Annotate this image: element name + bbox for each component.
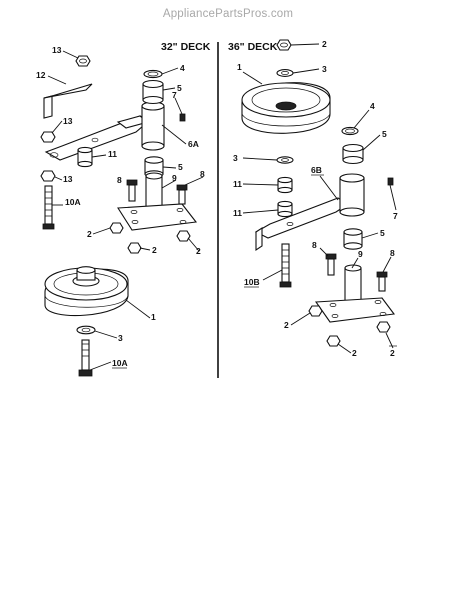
grease-fitting-7: [179, 113, 186, 122]
bushing-5-top: [142, 79, 164, 105]
pivot-tube: [141, 101, 165, 151]
callout-2-top: 2: [322, 39, 327, 49]
callout-5-top-36: 5: [382, 129, 387, 139]
spacer-11-lower: [277, 200, 293, 218]
nut-2-top: [276, 39, 292, 51]
pulley-1-36: [241, 82, 331, 134]
callout-2-c: 2: [196, 246, 201, 256]
nut-2-c: [176, 230, 191, 242]
nut-13-lower: [40, 170, 56, 182]
washer-3-top: [276, 69, 294, 77]
callout-11-lower: 11: [233, 208, 242, 218]
nut-2-b: [127, 242, 142, 254]
bushing-5-lower-36: [343, 228, 363, 250]
bolt-10a-lower: [78, 339, 93, 377]
callout-13-middle: 13: [63, 116, 73, 126]
callout-11-upper: 11: [233, 179, 242, 189]
spacer-11: [77, 146, 93, 168]
bolt-8-right-36: [376, 271, 388, 292]
watermark-text: AppliancePartsPros.com: [163, 8, 293, 20]
callout-13-top: 13: [52, 45, 62, 55]
section-title-36-deck: 36" DECK: [228, 41, 278, 53]
callout-8-right-36: 8: [390, 248, 395, 258]
idler-bracket-12: [43, 83, 93, 119]
nut-2-b-36: [326, 335, 341, 347]
callout-3-top: 3: [322, 64, 327, 74]
bolt-8-left-36: [325, 253, 337, 276]
nut-2-a-36: [308, 305, 323, 317]
callout-2-a: 2: [87, 229, 92, 239]
washer-4: [143, 69, 163, 79]
spacer-11-upper: [277, 176, 293, 194]
washer-3: [76, 325, 96, 335]
callout-8-left: 8: [117, 175, 122, 185]
callout-12: 12: [36, 70, 46, 80]
callout-6b: 6B: [311, 165, 322, 175]
callout-3-middle: 3: [233, 153, 238, 163]
callout-4: 4: [180, 63, 185, 73]
callout-2-a-36: 2: [284, 320, 289, 330]
nut-2-a: [109, 222, 124, 234]
mounting-plate-36: [314, 297, 396, 323]
mounting-plate: [117, 203, 198, 231]
grease-fitting-7-36: [387, 177, 394, 186]
callout-11: 11: [108, 149, 117, 159]
bolt-8-left: [126, 179, 138, 202]
callout-1: 1: [151, 312, 156, 322]
deck-32-assembly: 13 12 13 13 10A 11 4 5 7 6A 5 8 9 8 2 2 …: [36, 45, 205, 377]
section-title-32-deck: 32" DECK: [161, 41, 211, 53]
nut-13-middle: [40, 131, 56, 143]
callout-5-lower-36: 5: [380, 228, 385, 238]
bushing-5-top-36: [342, 143, 364, 165]
nut-2-c-36: [376, 321, 391, 333]
callout-4-36: 4: [370, 101, 375, 111]
callout-5-top: 5: [177, 83, 182, 93]
bolt-10b: [279, 243, 292, 288]
idler-arm-6b: [254, 173, 365, 252]
callout-1-36: 1: [237, 62, 242, 72]
deck-36-assembly: 2 1 3 4 5 3 11 6B 11 7 5 8 9 8 10B 2 2 2: [233, 39, 398, 358]
callout-8-left-36: 8: [312, 240, 317, 250]
pulley-1: [44, 266, 129, 316]
bolt-10a-upper: [42, 185, 55, 230]
callout-9: 9: [172, 173, 177, 183]
callout-2-c-36: 2: [390, 348, 395, 358]
callout-9-36: 9: [358, 249, 363, 259]
callout-7-36: 7: [393, 211, 398, 221]
callout-10a-lower: 10A: [112, 358, 128, 368]
callout-2-b-36: 2: [352, 348, 357, 358]
callout-5-lower: 5: [178, 162, 183, 172]
washer-3-middle: [276, 156, 294, 164]
nut-13-top: [75, 55, 91, 67]
callout-10a-upper: 10A: [65, 197, 81, 207]
callout-6a: 6A: [188, 139, 199, 149]
callout-3: 3: [118, 333, 123, 343]
bushing-5-lower: [144, 156, 164, 178]
callout-8-right: 8: [200, 169, 205, 179]
callout-10b: 10B: [244, 277, 260, 287]
washer-4-36: [341, 126, 359, 136]
callout-13-lower: 13: [63, 174, 73, 184]
bolt-8-right: [176, 184, 188, 205]
callout-7: 7: [172, 90, 177, 100]
callout-2-b: 2: [152, 245, 157, 255]
idler-arm-6a: [44, 115, 152, 161]
